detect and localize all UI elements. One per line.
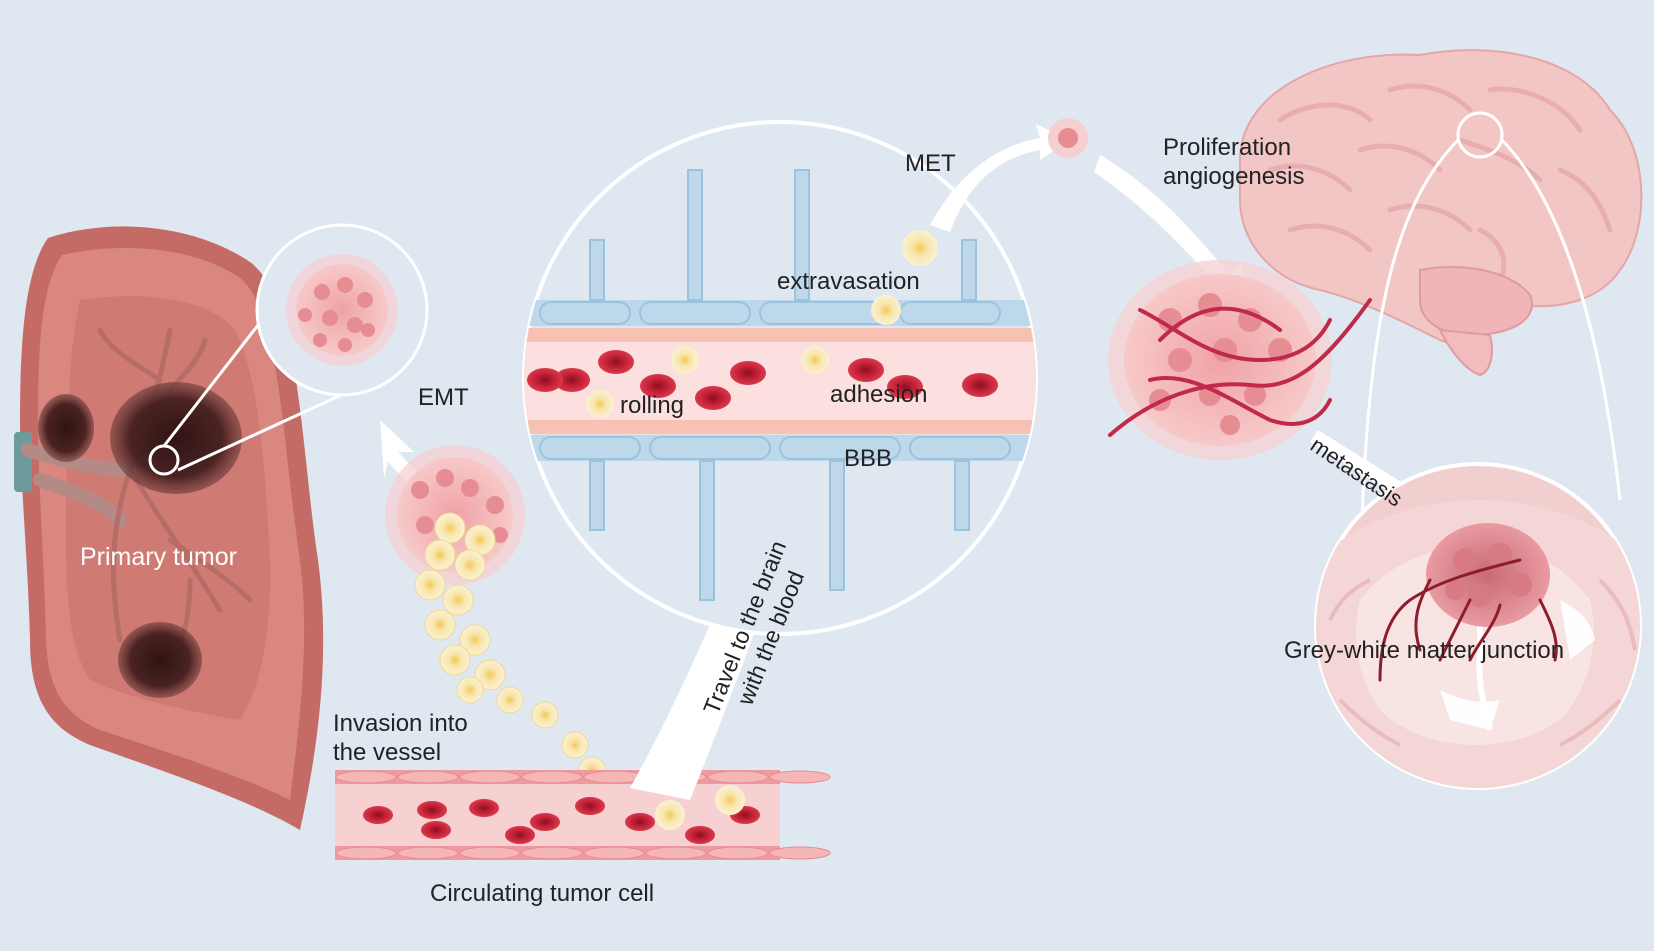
extravasation-cells [871,230,938,325]
red-blood-cell [530,813,560,831]
endothelial-cell [707,770,769,784]
label-bbb: BBB [844,445,893,472]
primary-cluster [286,254,398,366]
label-adhesion: adhesion [830,381,928,408]
brain-illustration [1239,49,1643,377]
label-emt: EMT [418,384,469,411]
tumor-cell [801,346,829,374]
tumor-cell [496,686,524,714]
tumor-cell [442,584,474,616]
red-blood-cell [730,361,766,385]
label-met: MET [905,150,956,177]
endothelial-cell [459,770,521,784]
endothelial-cell [645,846,707,860]
endothelial-cell [707,846,769,860]
endothelial-cell [397,770,459,784]
tumor-cell [459,624,491,656]
endothelial-cell [459,846,521,860]
endothelial-cell [583,846,645,860]
tumor-cell [671,346,699,374]
red-blood-cell [421,821,451,839]
bbb-scene [524,169,1036,601]
label-primary-tumor: Primary tumor [80,543,237,571]
met-cell [1048,118,1088,158]
tumor-cell [434,512,466,544]
endothelial-cell [397,846,459,860]
tumor-cell [561,731,589,759]
tumor-cell [424,609,456,641]
tumor-cell [586,390,614,418]
label-proliferation-angiogenesis: Proliferation angiogenesis [1163,134,1305,190]
label-invasion: Invasion into the vessel [333,710,468,766]
red-blood-cell [417,801,447,819]
endothelial-cell [335,846,397,860]
tumor-cell [454,549,486,581]
red-blood-cell [848,358,884,382]
tumor-cell [456,676,484,704]
zoom-connector-brain [1360,138,1622,521]
tumor-cell [474,659,506,691]
proliferation-cluster [1108,260,1372,460]
endothelial-cell [769,770,831,784]
label-circulating-tumor-cell: Circulating tumor cell [430,880,655,907]
red-blood-cell [640,374,676,398]
met-arrow [930,124,1070,232]
endothelial-cell [335,770,397,784]
red-blood-cell [363,806,393,824]
tumor-cell [424,539,456,571]
red-blood-cell [695,386,731,410]
red-blood-cell [554,368,590,392]
tumor-cell [655,800,685,830]
tumor-cell [715,785,745,815]
label-grey-white-matter-junction: Grey-white matter junction [1284,637,1565,664]
red-blood-cell [469,799,499,817]
red-blood-cell [598,350,634,374]
red-blood-cell [527,368,563,392]
label-rolling: rolling [620,392,685,419]
red-blood-cell [962,373,998,397]
endothelial-cell [521,846,583,860]
tumor-cell [414,569,446,601]
red-blood-cell [505,826,535,844]
endothelial-cell [769,846,831,860]
red-blood-cell [575,797,605,815]
red-blood-cell [887,375,923,399]
tumor-cell [531,701,559,729]
tumor-cell [439,644,471,676]
junction-scene [1316,500,1640,788]
endothelial-cell [521,770,583,784]
red-blood-cell [685,826,715,844]
red-blood-cell [625,813,655,831]
lung-illustration [14,226,324,831]
label-extravasation: extravasation [777,268,920,295]
circulating-vessel [335,770,831,860]
